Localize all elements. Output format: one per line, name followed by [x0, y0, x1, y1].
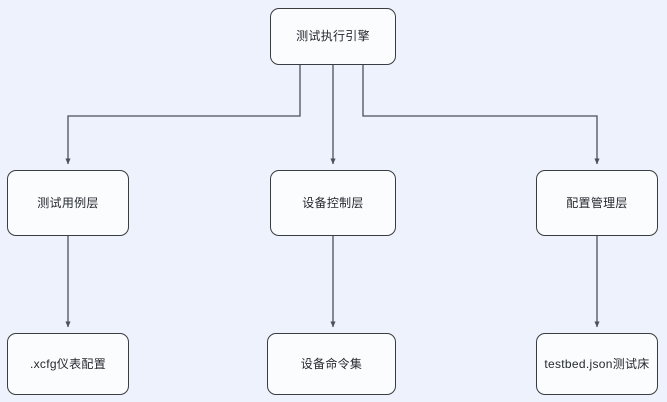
node-device-control-layer[interactable]: 设备控制层	[270, 170, 396, 236]
node-label: 测试用例层	[37, 195, 99, 210]
node-label: 配置管理层	[566, 195, 628, 210]
node-xcfg-instrument-config[interactable]: .xcfg仪表配置	[7, 333, 129, 395]
node-label: testbed.json测试床	[544, 356, 650, 371]
node-test-case-layer[interactable]: 测试用例层	[7, 170, 129, 236]
node-test-execution-engine[interactable]: 测试执行引擎	[270, 8, 396, 65]
edge-root-to-testcase	[65, 65, 301, 165]
node-label: .xcfg仪表配置	[29, 356, 107, 371]
edge-root-to-config	[362, 65, 600, 165]
node-label: 测试执行引擎	[296, 29, 370, 43]
node-label: 设备命令集	[300, 356, 363, 371]
node-device-command-set[interactable]: 设备命令集	[267, 333, 396, 395]
node-label: 设备控制层	[302, 195, 364, 210]
node-testbed-json[interactable]: testbed.json测试床	[536, 333, 658, 395]
node-config-management-layer[interactable]: 配置管理层	[536, 170, 658, 236]
